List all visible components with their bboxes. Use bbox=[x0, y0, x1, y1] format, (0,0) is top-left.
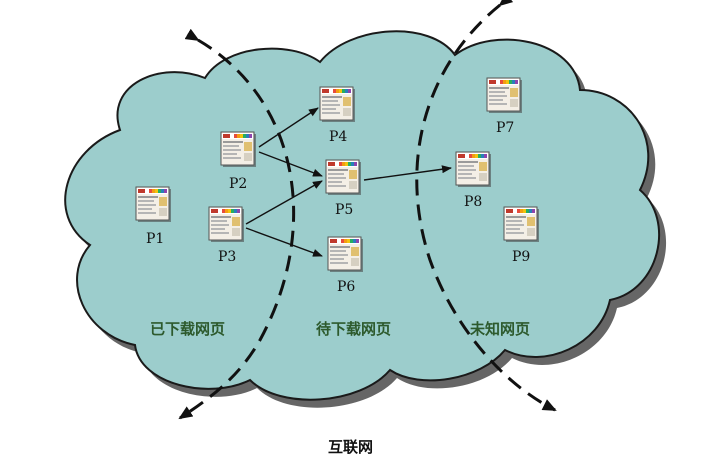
webpage-icon-p6 bbox=[327, 236, 365, 274]
edge-p2-p5 bbox=[258, 151, 323, 177]
edge-p3-p6 bbox=[245, 227, 323, 257]
webpage-icon-p2 bbox=[220, 131, 258, 169]
label-p5: P5 bbox=[335, 202, 354, 218]
webpage-icon-p3 bbox=[208, 206, 246, 244]
webpage-icon-p9 bbox=[503, 206, 541, 244]
webpage-icon-p5 bbox=[325, 159, 363, 197]
region-label-pending: 待下载网页 bbox=[316, 320, 392, 338]
boundary-pending-unknown bbox=[415, 0, 557, 412]
label-p2: P2 bbox=[229, 176, 248, 192]
edges bbox=[245, 107, 452, 257]
webpage-icon-p1 bbox=[135, 186, 173, 224]
label-p4: P4 bbox=[329, 129, 348, 145]
label-p3: P3 bbox=[218, 249, 237, 265]
label-p8: P8 bbox=[464, 194, 483, 210]
label-p1: P1 bbox=[146, 231, 165, 247]
edge-p5-p8 bbox=[363, 165, 452, 181]
edge-p3-p5 bbox=[245, 180, 323, 225]
webpage-icon-p7 bbox=[486, 77, 524, 115]
webpage-icon-p4 bbox=[319, 86, 357, 124]
region-label-unknown: 未知网页 bbox=[470, 320, 531, 338]
label-p6: P6 bbox=[337, 279, 356, 295]
region-label-downloaded: 已下载网页 bbox=[150, 320, 226, 338]
webpage-icon-p8 bbox=[455, 151, 493, 189]
label-p7: P7 bbox=[496, 120, 515, 136]
edge-p2-p4 bbox=[258, 107, 319, 148]
boundary-downloaded-pending bbox=[178, 28, 296, 420]
label-p9: P9 bbox=[512, 249, 531, 265]
diagram-caption: 互联网 bbox=[328, 438, 374, 456]
